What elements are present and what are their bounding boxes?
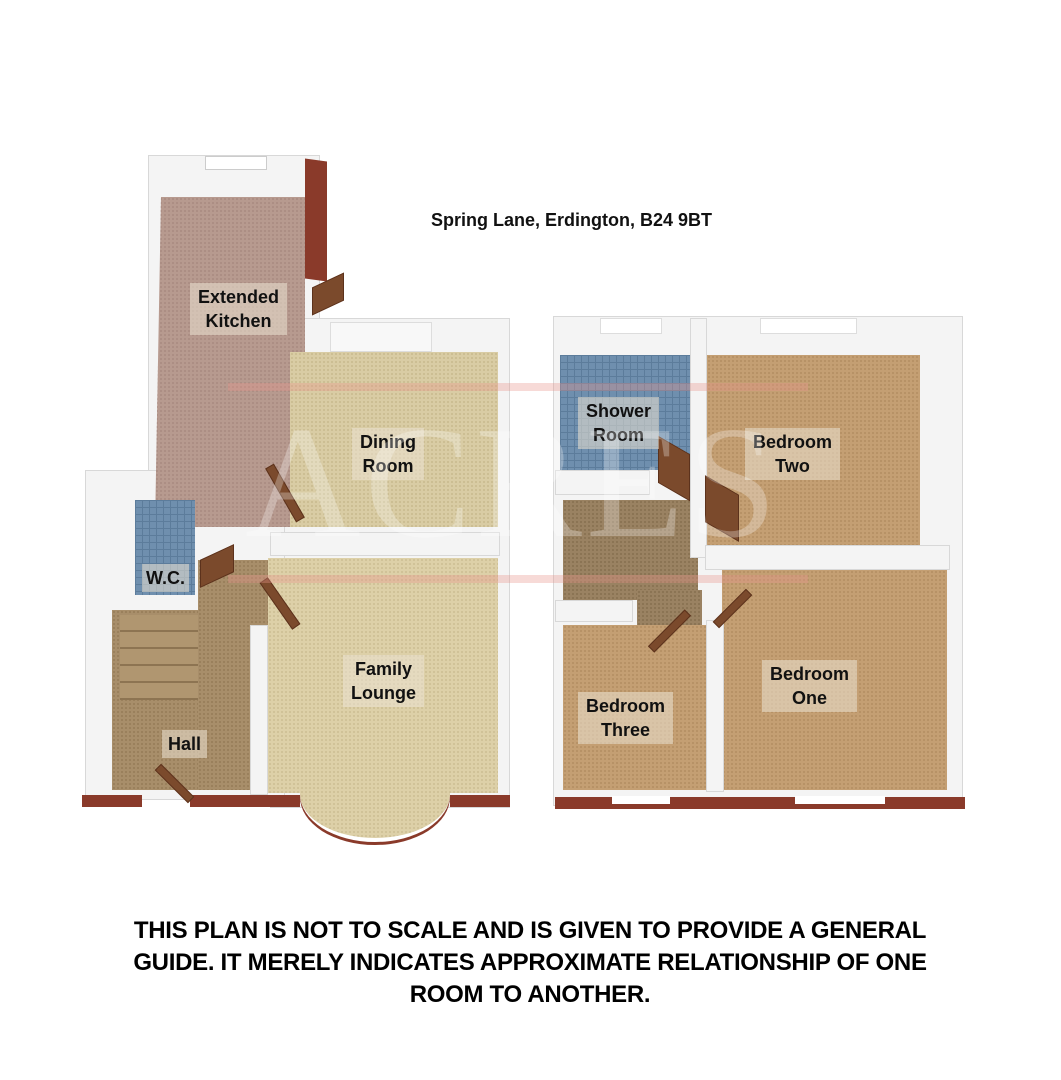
room-name-line2: Lounge	[351, 683, 416, 703]
label-bedroom-two: Bedroom Two	[745, 428, 841, 480]
label-wc: W.C.	[142, 564, 189, 592]
wall-shower-landing	[555, 470, 650, 495]
room-name-line1: Bedroom	[770, 664, 850, 684]
front-brick-3	[450, 795, 510, 807]
room-name-line2: One	[792, 688, 828, 708]
room-name-line2: Room	[362, 456, 414, 476]
label-family-lounge: Family Lounge	[343, 655, 424, 707]
disclaimer: THIS PLAN IS NOT TO SCALE AND IS GIVEN T…	[60, 915, 1000, 1011]
label-shower-room: Shower Room	[578, 397, 660, 449]
wall-landing-bed3	[555, 600, 633, 622]
staircase-ground	[120, 615, 198, 700]
kitchen-exterior-brick	[305, 158, 327, 282]
label-bedroom-one: Bedroom One	[762, 660, 858, 712]
floor-landing-stairs	[563, 500, 698, 600]
front-brick-1	[82, 795, 142, 807]
room-name-line1: Dining	[360, 432, 416, 452]
wall-hall-lounge	[250, 625, 268, 795]
front-brick-2	[190, 795, 300, 807]
room-name-line2: Three	[600, 720, 651, 740]
wall-bed2-bed1	[705, 545, 950, 570]
label-dining-room: Dining Room	[352, 428, 424, 480]
shower-window	[600, 318, 662, 334]
wall-shower-bed2	[690, 318, 707, 558]
bedroom-two-window	[760, 318, 857, 334]
property-address: Spring Lane, Erdington, B24 9BT	[431, 210, 713, 230]
dining-patio-doors	[330, 322, 432, 352]
label-extended-kitchen: Extended Kitchen	[190, 283, 288, 335]
room-name-line1: Bedroom	[753, 432, 833, 452]
label-hall: Hall	[162, 730, 208, 758]
wall-bed3-bed1	[706, 620, 724, 792]
room-name-line1: Shower	[586, 401, 652, 421]
floor-extended-kitchen	[155, 197, 305, 527]
acres-watermark: ACRES	[245, 393, 781, 571]
disclaimer-line: ROOM TO ANOTHER.	[409, 981, 651, 1008]
bedroom-three-window	[612, 796, 670, 804]
wall-dining-lounge	[270, 532, 500, 556]
kitchen-window	[205, 156, 267, 170]
room-name-line1: Extended	[198, 287, 280, 307]
room-name-line2: Kitchen	[205, 311, 272, 331]
disclaimer-line: GUIDE. IT MERELY INDICATES APPROXIMATE R…	[133, 949, 927, 976]
floor-dining-room	[290, 352, 498, 527]
disclaimer-line: THIS PLAN IS NOT TO SCALE AND IS GIVEN T…	[133, 917, 927, 944]
room-name-line1: Family	[354, 659, 413, 679]
label-bedroom-three: Bedroom Three	[578, 692, 674, 744]
room-name-line1: Hall	[168, 734, 202, 754]
room-name-line2: Two	[775, 456, 810, 476]
lounge-bay-window	[300, 790, 450, 842]
watermark-band-bottom	[228, 575, 808, 583]
bedroom-one-window	[795, 796, 885, 804]
room-name-line1: Bedroom	[586, 696, 666, 716]
room-name-line2: Room	[593, 425, 644, 445]
watermark-band-top	[228, 383, 808, 391]
room-name-line1: W.C.	[146, 568, 185, 588]
